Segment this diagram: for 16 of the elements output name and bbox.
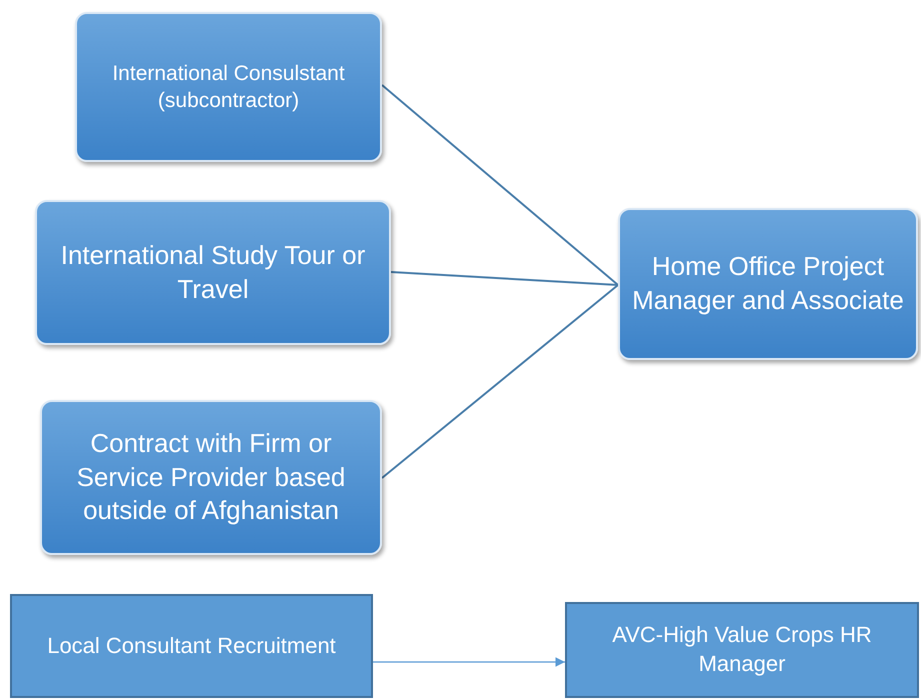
- rounded-box: [40, 400, 382, 555]
- process-box: [565, 602, 919, 698]
- box-label: Home Office Project Manager and Associate: [631, 250, 905, 317]
- box-label: Contract with Firm or Service Provider based outside of Afghanistan: [76, 426, 346, 528]
- rounded-box: [35, 200, 391, 345]
- connector-line: [390, 271, 618, 286]
- box-label: AVC-High Value Crops HR Manager: [611, 621, 873, 678]
- connector-line: [381, 284, 619, 479]
- rounded-box: [75, 12, 382, 162]
- rounded-box: [618, 208, 918, 360]
- connector-line: [381, 84, 619, 286]
- box-label: International Consulstant (subcontractor): [111, 60, 346, 114]
- arrow: [373, 657, 565, 667]
- box-label: International Study Tour or Travel: [60, 238, 366, 306]
- box-label: Local Consultant Recruitment: [46, 632, 337, 660]
- process-box: [10, 594, 373, 698]
